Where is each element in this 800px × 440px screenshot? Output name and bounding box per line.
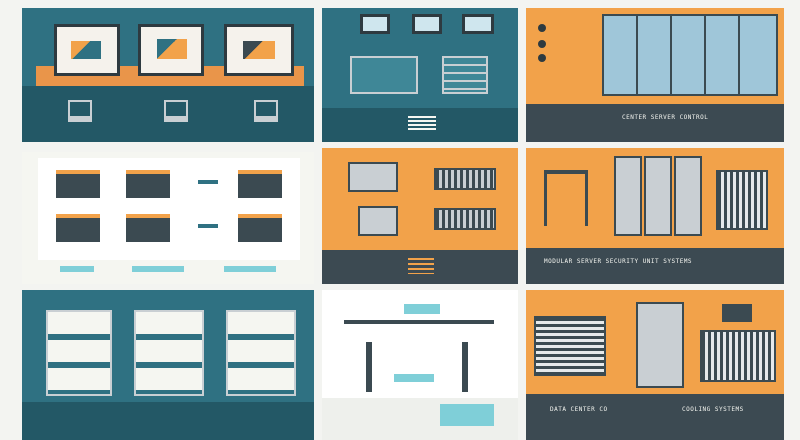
wall-band (22, 86, 314, 142)
glass-wall (602, 14, 778, 96)
label-bar (224, 266, 276, 272)
panel-robot-arms (322, 290, 518, 440)
caption-text: CENTER SERVER CONTROL (622, 114, 709, 121)
panel-server-security: MODULAR SERVER SECURITY UNIT SYSTEMS (526, 148, 784, 284)
menu-icon (408, 258, 434, 274)
caption-left: DATA CENTER CO (550, 406, 608, 413)
menu-icon (408, 116, 436, 130)
stand-icon (68, 100, 92, 122)
label-bar (440, 404, 494, 426)
robot-arm-icon (462, 342, 468, 392)
table-icon (544, 170, 588, 226)
server-rack-icon (674, 156, 702, 236)
server-rack-icon (134, 310, 204, 396)
caption-bar (526, 394, 784, 440)
panel-cooling-systems: DATA CENTER CO COOLING SYSTEMS (526, 290, 784, 440)
server-rack-icon (442, 56, 488, 94)
server-rack-icon (434, 208, 496, 230)
floor-band (22, 402, 314, 440)
monitor-icon (412, 14, 442, 34)
cooling-unit-icon (126, 214, 170, 242)
caption-right: COOLING SYSTEMS (682, 406, 744, 413)
status-dot (538, 40, 546, 48)
monitor-icon (462, 14, 494, 34)
panel-control-station (322, 8, 518, 142)
monitor-icon (54, 24, 120, 76)
server-rack-icon (226, 310, 296, 396)
panel-device-grid (22, 152, 314, 284)
connector (198, 224, 218, 228)
panel-machines (322, 148, 518, 284)
label-bar (404, 304, 440, 314)
monitor-icon (360, 14, 390, 34)
label-bar (60, 266, 94, 272)
robot-arm-icon (366, 342, 372, 392)
status-dot (538, 54, 546, 62)
stand-icon (164, 100, 188, 122)
cooling-unit-icon (56, 170, 100, 198)
server-rack-icon (46, 310, 112, 396)
connector (198, 180, 218, 184)
robot-arm-icon (344, 320, 494, 360)
label-bar (394, 374, 434, 382)
air-conditioner-icon (636, 302, 684, 388)
label-bar (132, 266, 184, 272)
monitor-icon (224, 24, 294, 76)
console-desk (350, 56, 418, 94)
cooling-unit-icon (238, 214, 282, 242)
air-conditioner-icon (534, 316, 606, 376)
server-rack-icon (644, 156, 672, 236)
status-dot (538, 24, 546, 32)
cooling-unit-icon (56, 214, 100, 242)
cooling-unit-icon (716, 170, 768, 230)
server-rack-icon (434, 168, 496, 190)
stand-icon (254, 100, 278, 122)
caption-bar (526, 248, 784, 284)
panel-monitor-wall (22, 8, 314, 142)
air-conditioner-icon (700, 330, 776, 382)
cooling-unit-icon (238, 170, 282, 198)
status-label (722, 304, 752, 322)
caption-text: MODULAR SERVER SECURITY UNIT SYSTEMS (544, 258, 693, 265)
cooling-unit-icon (126, 170, 170, 198)
server-rack-icon (614, 156, 642, 236)
panel-server-units (22, 290, 314, 440)
caption-bar (526, 104, 784, 142)
air-conditioner-icon (348, 162, 398, 192)
panel-server-control: CENTER SERVER CONTROL (526, 8, 784, 142)
monitor-icon (138, 24, 204, 76)
air-conditioner-icon (358, 206, 398, 236)
